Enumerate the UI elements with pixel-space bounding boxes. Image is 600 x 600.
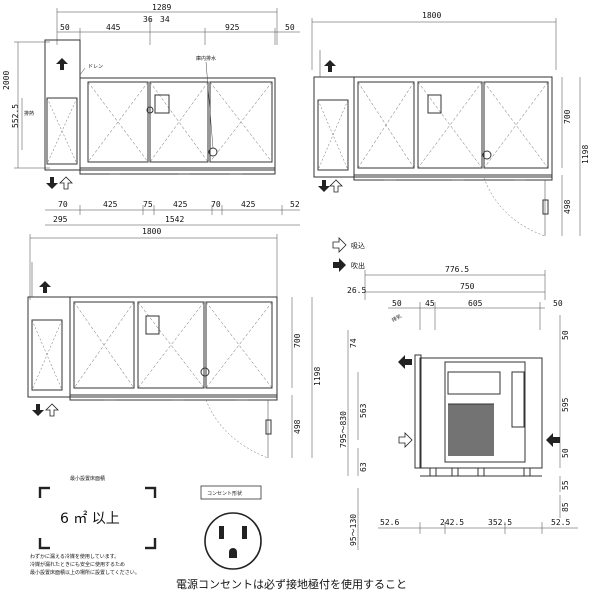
- dim-70a: 70: [58, 200, 68, 209]
- legend-intake: 吸込: [351, 241, 365, 250]
- arrow-down-icon: [46, 177, 58, 189]
- arrow-up-icon: [59, 176, 73, 190]
- left-plan-total-depth: 1198: [313, 367, 322, 386]
- install-note-line-1: わずかに漏える冷媒を使用しています。: [30, 553, 119, 560]
- dim-left-50: 50: [60, 23, 70, 32]
- dim-425c: 425: [241, 200, 256, 209]
- install-area-value: 6 ㎡ 以上: [60, 511, 120, 527]
- dim-70b: 70: [211, 200, 221, 209]
- dim-605: 605: [468, 299, 483, 308]
- label-exhaust: 排気: [391, 313, 403, 324]
- arrow-up-icon: [56, 58, 68, 70]
- left-plan-depth: 700: [293, 333, 302, 348]
- dim-52-6: 52.6: [380, 518, 399, 527]
- dim-445: 445: [106, 23, 121, 32]
- dim-242-5: 242.5: [440, 518, 464, 527]
- dim-overall: 1289: [152, 3, 171, 12]
- right-plan-swing: 498: [563, 199, 572, 214]
- arrow-down-icon: [32, 404, 44, 416]
- arrow-left-icon: [546, 433, 560, 447]
- dim-776: 776.5: [445, 265, 469, 274]
- dim-right-50b: 50: [561, 448, 570, 458]
- dim-52: 52: [290, 200, 300, 209]
- dim-352-5: 352.5: [488, 518, 512, 527]
- dim-26: 26.5: [347, 286, 366, 295]
- outlet-box: コンセント形状: [200, 485, 262, 570]
- right-plan-total-depth: 1198: [581, 145, 590, 164]
- install-area-title: 最小設置床面積: [70, 475, 105, 482]
- arrow-up-icon: [39, 281, 51, 293]
- outlet-icon: [204, 512, 262, 570]
- left-plan-swing: 498: [293, 419, 302, 434]
- dim-34: 34: [160, 15, 170, 24]
- arrow-right-icon: [332, 237, 347, 253]
- install-area-box: 最小設置床面積 6 ㎡ 以上 わずかに漏える冷媒を使用しています。 冷媒が漏れた…: [30, 475, 157, 576]
- dim-925: 925: [225, 23, 240, 32]
- dim-63: 63: [359, 462, 368, 472]
- dim-1542: 1542: [165, 215, 184, 224]
- dim-295: 295: [53, 215, 68, 224]
- dim-right-50a: 50: [561, 330, 570, 340]
- arrow-up-icon: [324, 60, 336, 72]
- dim-425b: 425: [173, 200, 188, 209]
- label-inner-drain: 庫内排水: [196, 55, 216, 62]
- dim-85: 85: [561, 502, 570, 512]
- label-drain: ドレン: [88, 64, 103, 70]
- arrow-right-icon: [333, 258, 346, 272]
- front-elevation-view: 1289 50 445 36 34 925 50 2000 552.5: [2, 3, 300, 226]
- arrow-left-icon: [398, 355, 412, 369]
- install-note-line-2: 冷媒が漏れたときにも安全に使用するため: [30, 561, 125, 568]
- right-plan-view: 1800 700 1198 498: [311, 11, 590, 237]
- dim-50b: 50: [553, 299, 563, 308]
- dim-795-830: 795～830: [339, 411, 348, 448]
- dim-55: 55: [561, 480, 570, 490]
- arrow-up-icon: [329, 179, 343, 193]
- right-plan-width: 1800: [422, 11, 441, 20]
- dim-95-130: 95～130: [349, 514, 358, 546]
- right-plan-depth: 700: [563, 109, 572, 124]
- arrow-up-icon: [45, 403, 59, 417]
- dim-45: 45: [425, 299, 435, 308]
- dim-50a: 50: [392, 299, 402, 308]
- left-plan-view: 1800 700 1198 498: [27, 227, 322, 459]
- outlet-title: コンセント形状: [207, 490, 242, 497]
- left-plan-width: 1800: [142, 227, 161, 236]
- dim-595: 595: [561, 397, 570, 412]
- dim-563: 563: [359, 403, 368, 418]
- dim-36: 36: [143, 15, 153, 24]
- dim-750: 750: [460, 282, 475, 291]
- dim-height-2000: 2000: [2, 71, 11, 90]
- dim-52-5: 52.5: [551, 518, 570, 527]
- dim-552: 552.5: [11, 104, 20, 128]
- install-note-line-3: 最小設置床面積以上の場所に設置してください。: [30, 569, 140, 576]
- airflow-legend: 吸込 吹出: [332, 237, 365, 272]
- arrow-down-icon: [318, 180, 330, 192]
- legend-exhaust: 吹出: [351, 261, 365, 270]
- footer-warning: 電源コンセントは必ず接地極付を使用すること: [176, 577, 407, 591]
- side-section-view: 776.5 26.5 750 50 45 605 50 排気 74 795～83…: [339, 265, 578, 550]
- dim-425a: 425: [103, 200, 118, 209]
- arrow-right-icon: [398, 432, 413, 448]
- label-exhaust-heat: 排熱: [24, 110, 34, 117]
- dim-right-50: 50: [285, 23, 295, 32]
- dim-75: 75: [143, 200, 153, 209]
- dim-74: 74: [349, 338, 358, 348]
